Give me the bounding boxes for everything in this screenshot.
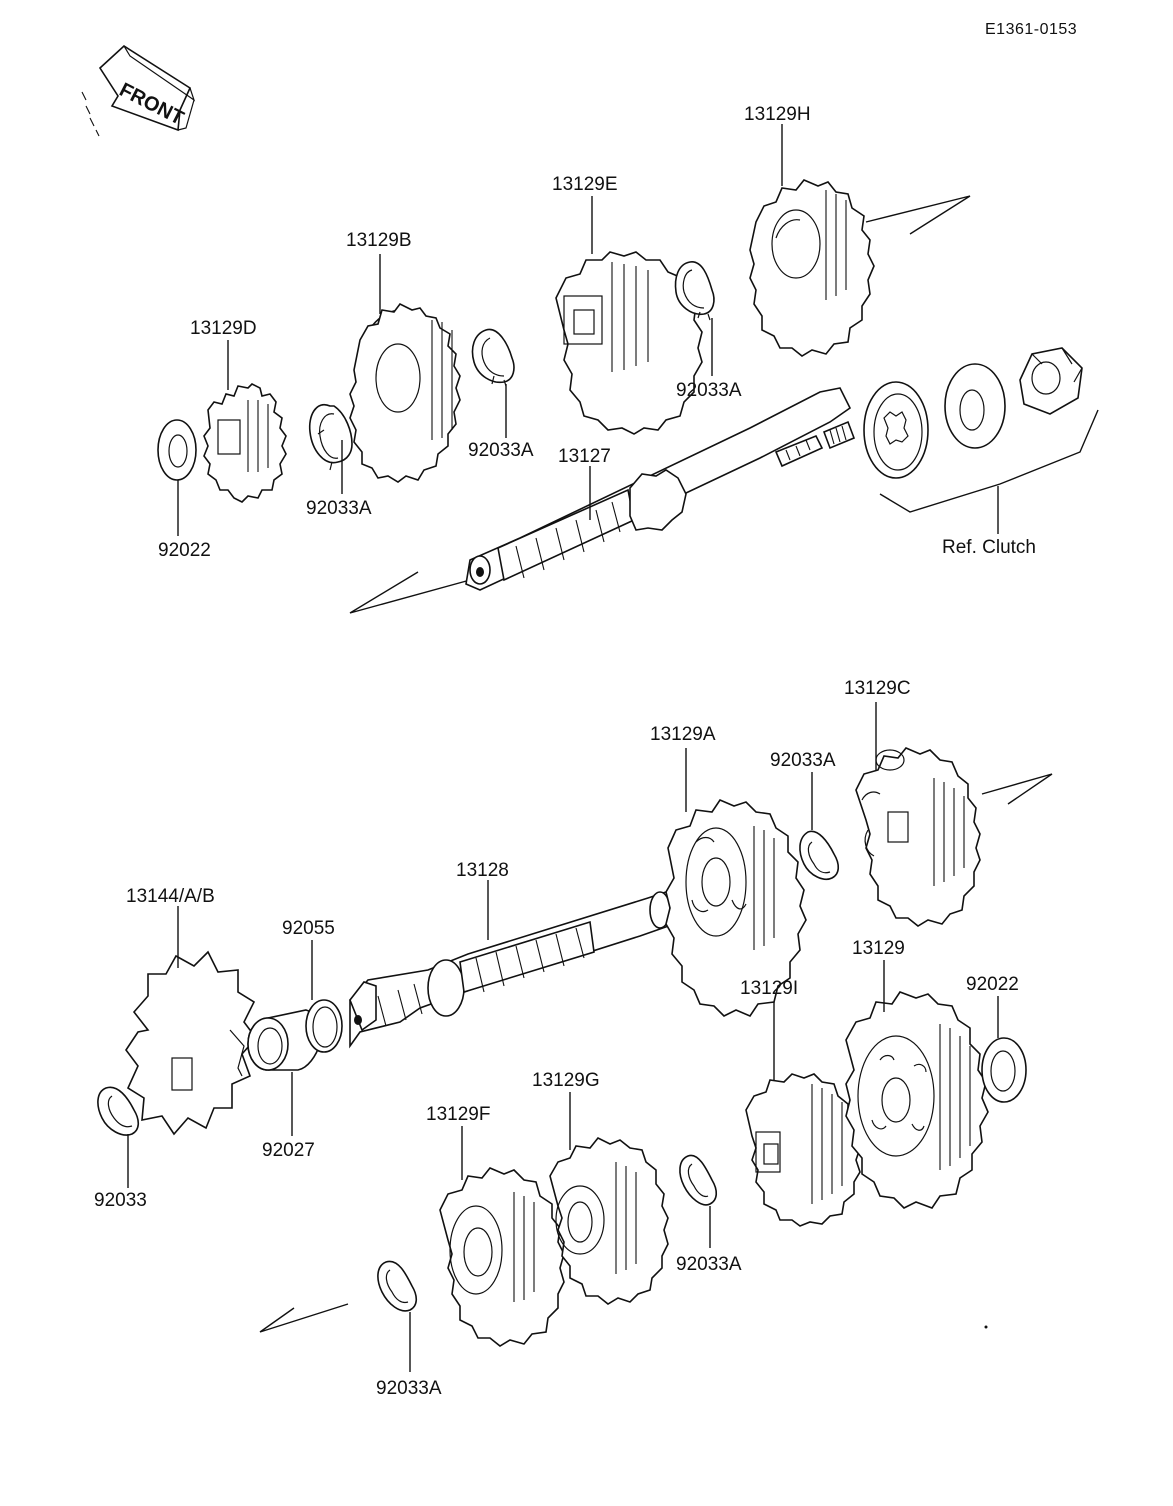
- shaft-13128: [349, 887, 691, 1049]
- gear-13129B: [349, 302, 461, 483]
- washer-92022-top: [157, 419, 197, 481]
- speck: [984, 1325, 988, 1329]
- gear-13129: [845, 991, 989, 1209]
- axis-line: [865, 195, 971, 235]
- gear-13129F: [439, 1167, 565, 1347]
- label-92022-bottom: 92022: [966, 974, 1019, 995]
- label-13144: 13144/A/B: [126, 886, 215, 907]
- label-13129F: 13129F: [426, 1104, 490, 1125]
- axis-line: [259, 1303, 349, 1333]
- circlip-92033A-f: [679, 1154, 718, 1206]
- oring-92055: [305, 999, 343, 1053]
- circlip-92033A-d: [799, 830, 840, 880]
- label-13129D: 13129D: [190, 318, 257, 339]
- label-13129C: 13129C: [844, 678, 911, 699]
- label-13129G: 13129G: [532, 1070, 600, 1091]
- label-13129A: 13129A: [650, 724, 716, 745]
- front-arrow-icon: FRONT: [81, 44, 196, 137]
- label-92033A-d: 92033A: [770, 750, 836, 771]
- axis-line: [981, 773, 1053, 805]
- gear-13129A: [665, 799, 807, 1017]
- clutch-hub-plate: [863, 381, 929, 479]
- sprocket-13144: [125, 950, 258, 1136]
- label-13129E: 13129E: [552, 174, 618, 195]
- label-13127: 13127: [558, 446, 611, 467]
- circlip-92033A-a: [308, 403, 353, 471]
- circlip-92033: [97, 1086, 140, 1136]
- label-92022-top: 92022: [158, 540, 211, 561]
- label-92027: 92027: [262, 1140, 315, 1161]
- label-92033A-e: 92033A: [376, 1378, 442, 1399]
- circlip-92033A-b: [471, 328, 515, 387]
- washer-92022-bottom: [981, 1037, 1027, 1103]
- label-13129I: 13129I: [740, 978, 798, 999]
- gear-13129I: [745, 1073, 861, 1227]
- document-id: E1361-0153: [985, 21, 1077, 38]
- label-13128: 13128: [456, 860, 509, 881]
- shaft-13127: [465, 387, 856, 591]
- circlip-92033A-c: [674, 261, 715, 321]
- label-92033: 92033: [94, 1190, 147, 1211]
- label-92033A-b: 92033A: [468, 440, 534, 461]
- label-92033A-a: 92033A: [306, 498, 372, 519]
- gear-13129H: [749, 179, 875, 357]
- gear-13129D: [203, 383, 287, 503]
- gear-13129G: [549, 1136, 669, 1305]
- axis-line: [349, 571, 471, 614]
- ref-bracket: [879, 409, 1099, 513]
- label-13129: 13129: [852, 938, 905, 959]
- label-92033A-f: 92033A: [676, 1254, 742, 1275]
- circlip-92033A-e: [377, 1260, 418, 1312]
- gear-13129C: [855, 747, 981, 927]
- label-13129H: 13129H: [744, 104, 811, 125]
- clutch-nut: [1019, 347, 1083, 415]
- clutch-washer: [944, 363, 1006, 449]
- label-92033A-c: 92033A: [676, 380, 742, 401]
- label-ref-clutch: Ref. Clutch: [942, 537, 1036, 558]
- label-92055: 92055: [282, 918, 335, 939]
- gear-13129E: [555, 251, 703, 435]
- label-13129B: 13129B: [346, 230, 412, 251]
